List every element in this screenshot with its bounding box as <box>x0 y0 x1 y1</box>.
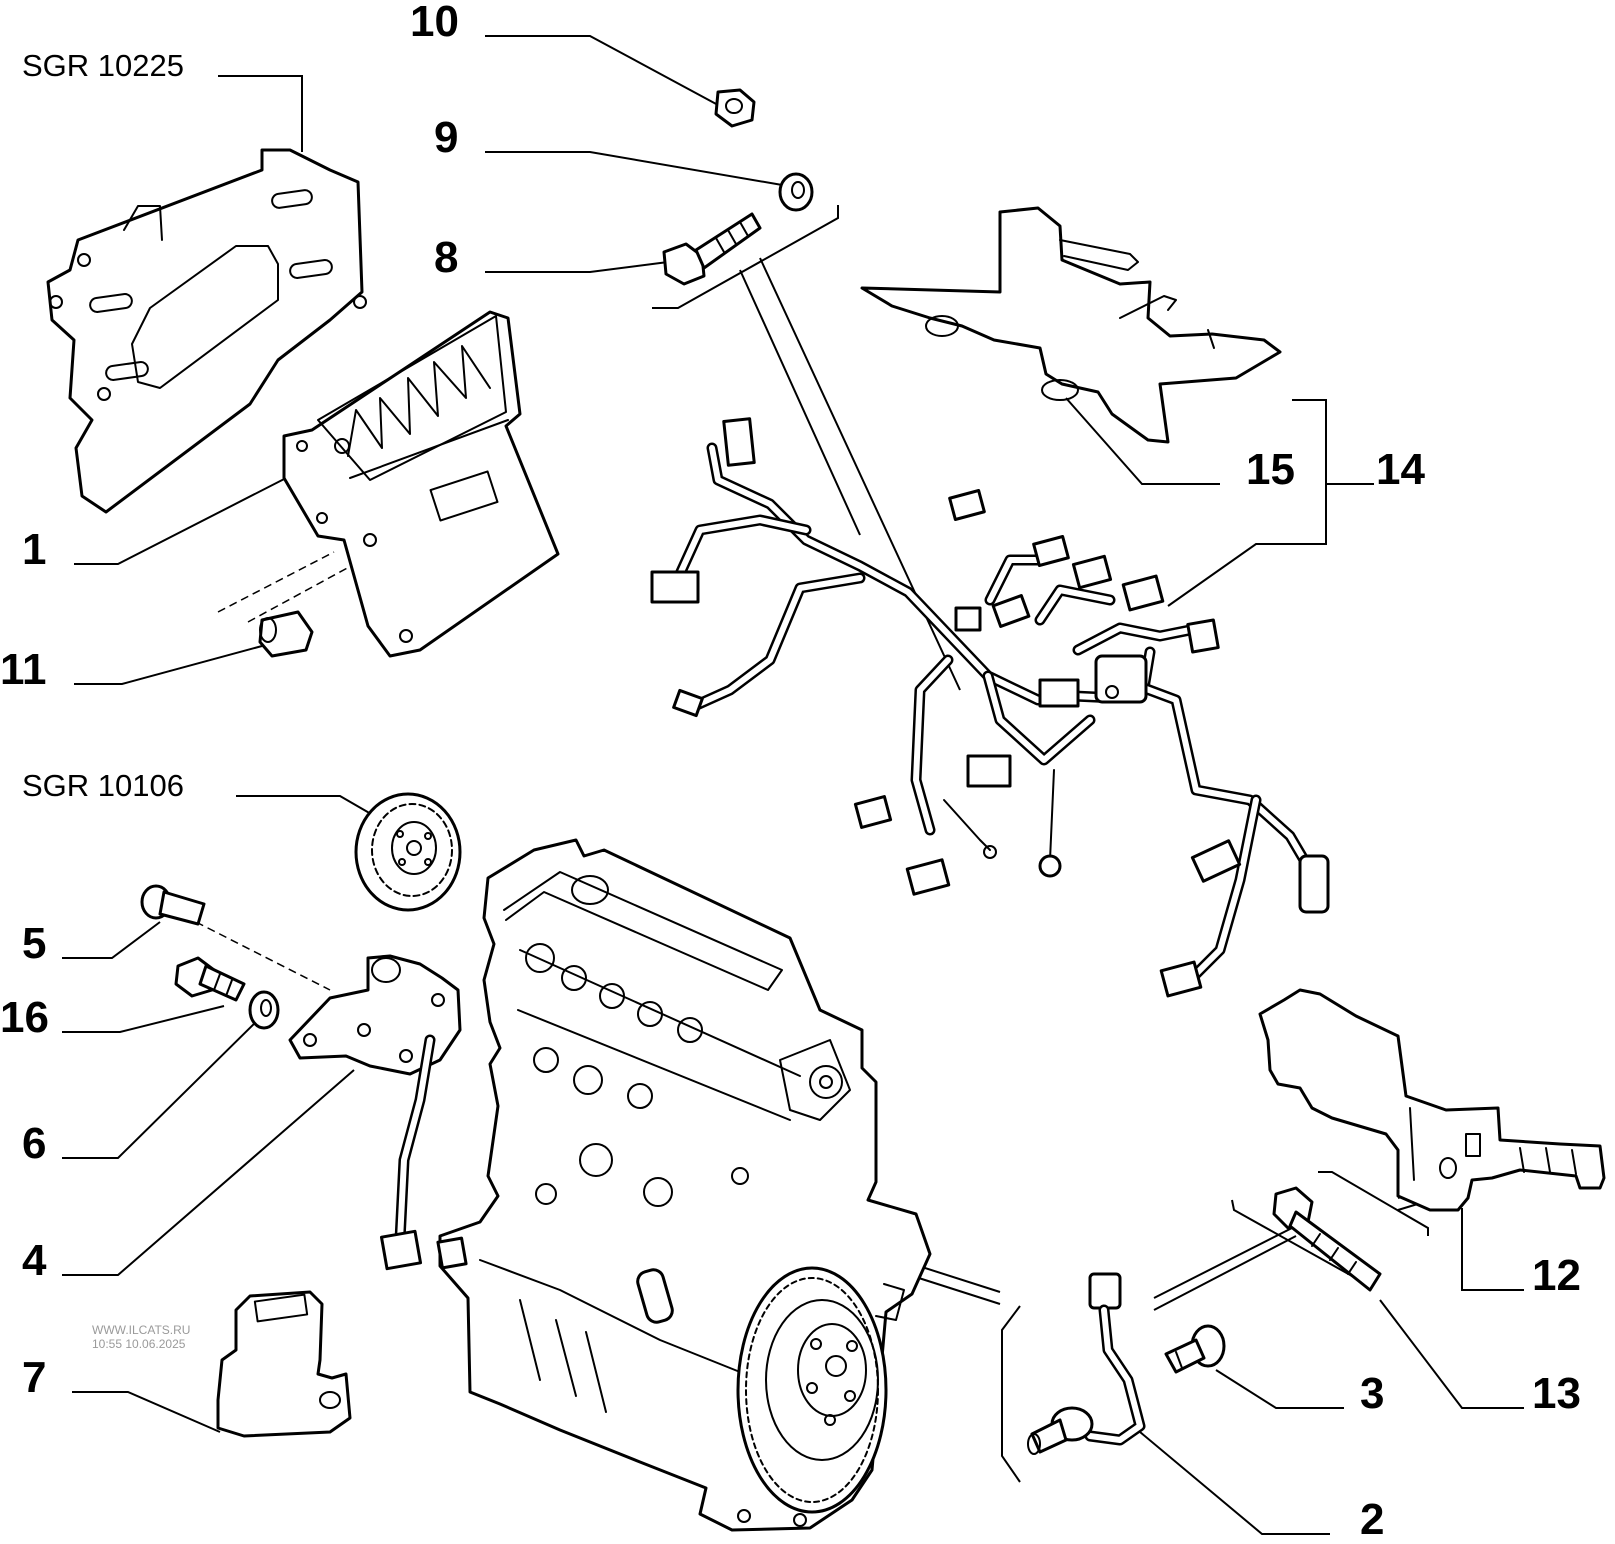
bolt-part-8 <box>662 212 762 286</box>
sensor-part-4 <box>288 954 462 1271</box>
pin-part-5 <box>140 884 206 926</box>
callout-16: 16 <box>0 993 49 1042</box>
wiring-harness-part-14 <box>650 417 1330 998</box>
callout-15: 15 <box>1246 445 1295 494</box>
callout-9: 9 <box>434 113 458 162</box>
callout-11: 11 <box>0 645 47 694</box>
washer-part-9 <box>778 172 814 212</box>
assembly-dashed-lines <box>195 551 363 991</box>
ecu-control-unit-part-1 <box>282 310 560 658</box>
callout-5: 5 <box>22 919 46 968</box>
screw-part-3 <box>1164 1324 1226 1374</box>
leader-lines <box>62 35 1524 1535</box>
ecu-mounting-bracket <box>46 148 367 514</box>
bracket-part-12 <box>1258 988 1606 1212</box>
engine-block <box>436 838 932 1532</box>
callout-1: 1 <box>22 525 46 574</box>
callout-7: 7 <box>22 1353 46 1402</box>
camshaft-gear <box>354 792 462 912</box>
ref-label-middle: SGR 10106 <box>22 768 184 803</box>
callout-8: 8 <box>434 233 458 282</box>
callout-12: 12 <box>1532 1251 1581 1300</box>
callout-2: 2 <box>1360 1495 1384 1544</box>
nut-part-10 <box>714 88 756 128</box>
clamp-part-7 <box>216 1290 352 1438</box>
bolt-part-16 <box>174 956 246 1002</box>
bolt-part-13 <box>1272 1186 1382 1292</box>
callout-6: 6 <box>22 1119 46 1168</box>
watermark-timestamp: 10:55 10.06.2025 <box>92 1337 186 1351</box>
callout-10: 10 <box>410 0 459 46</box>
sensor-part-2 <box>1027 1272 1146 1455</box>
ref-label-top: SGR 10225 <box>22 48 184 83</box>
cover-part-15 <box>860 206 1282 444</box>
callout-3: 3 <box>1360 1369 1384 1418</box>
washer-part-6 <box>248 990 280 1030</box>
plug-part-11 <box>258 610 314 658</box>
watermark-site: WWW.ILCATS.RU <box>92 1323 190 1337</box>
callout-4: 4 <box>22 1236 47 1285</box>
callout-13: 13 <box>1532 1369 1581 1418</box>
callout-14: 14 <box>1376 445 1425 494</box>
